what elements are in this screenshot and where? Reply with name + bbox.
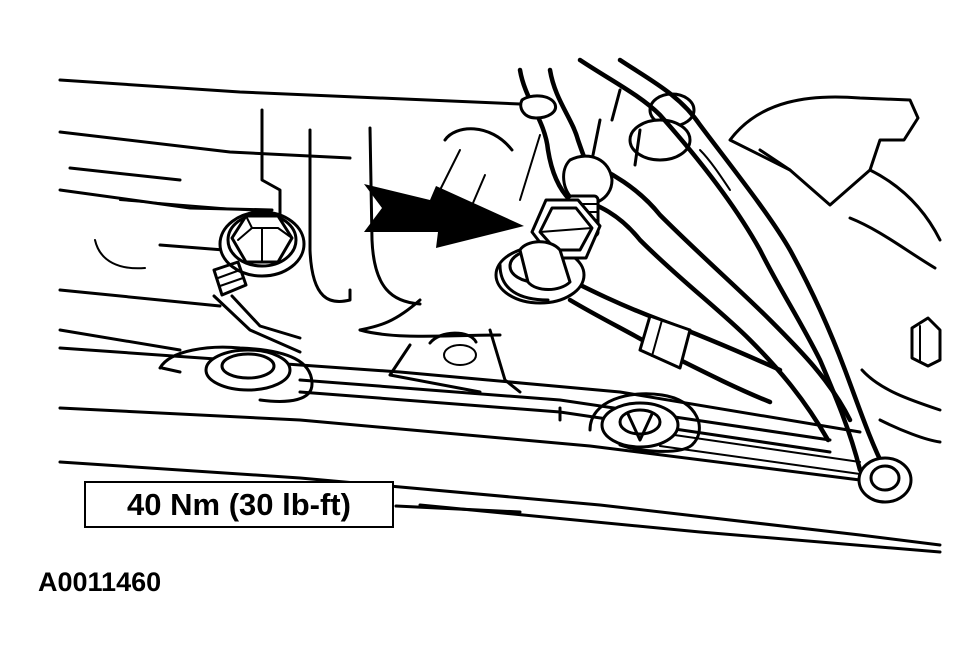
right-fitting bbox=[860, 316, 942, 444]
upper-bracket bbox=[699, 95, 942, 270]
arrow-right-icon bbox=[364, 184, 524, 248]
cooler-lines bbox=[517, 57, 913, 504]
figure-number: A0011460 bbox=[38, 567, 162, 597]
center-boss bbox=[588, 392, 701, 453]
callout-leader-line bbox=[394, 504, 522, 514]
cooler-line-fitting bbox=[494, 194, 602, 305]
left-boss bbox=[158, 345, 314, 403]
torque-spec-label: 40 Nm (30 lb-ft) bbox=[84, 481, 394, 528]
left-bolt bbox=[212, 210, 306, 354]
